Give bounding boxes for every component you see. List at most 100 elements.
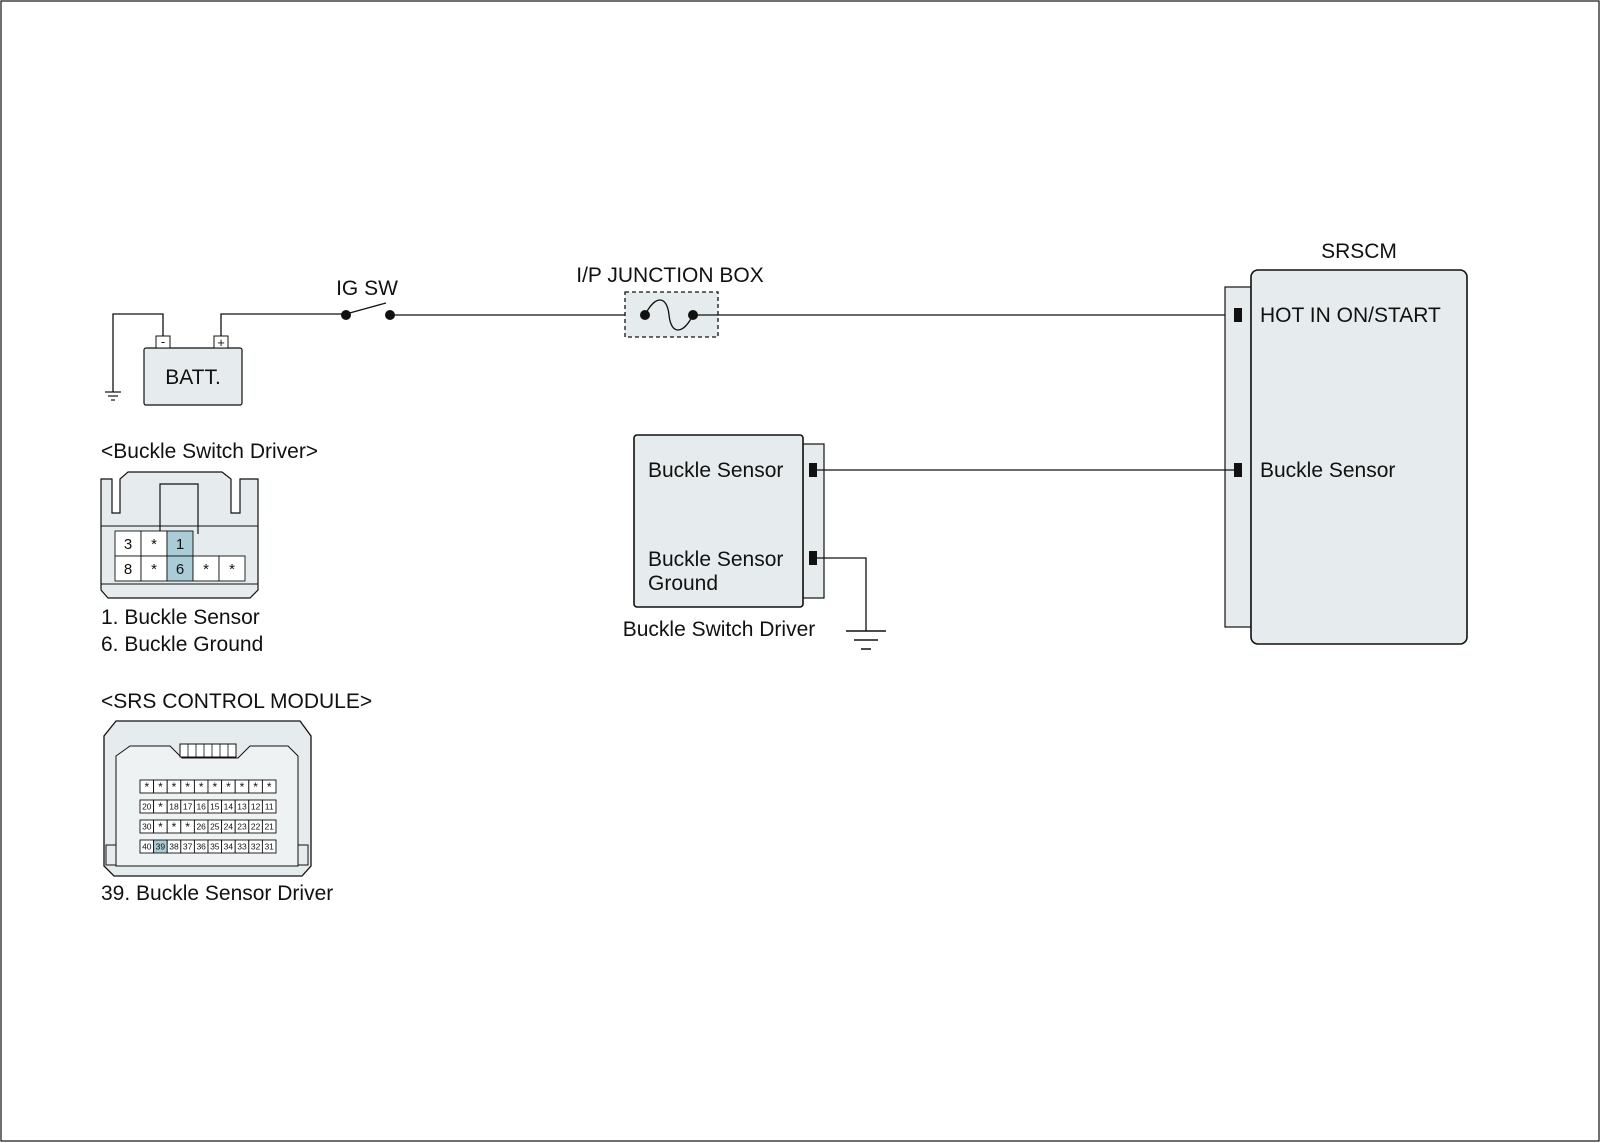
srs-pin-25-label: 25 — [210, 822, 220, 832]
srs-pin-32-label: 32 — [251, 842, 261, 852]
srs-pin-31-label: 31 — [264, 842, 274, 852]
buckle-switch-pin-ground-terminal — [809, 551, 817, 565]
srs-pin-blank-label: * — [158, 820, 163, 834]
srscm-pin-hot-label: HOT IN ON/START — [1260, 304, 1441, 327]
battery-body — [143, 347, 243, 406]
connector-buckle-latch — [159, 483, 199, 534]
srs-pin-13-label: 13 — [237, 802, 247, 812]
srs-pin-11-cell — [261, 799, 277, 814]
buckle-pin-blank-label: * — [229, 561, 235, 578]
wire-buckle-ground — [817, 557, 867, 631]
connector-buckle-title: <Buckle Switch Driver> — [101, 440, 318, 463]
srs-pin-blank-label: * — [199, 780, 204, 794]
buckle-pin-blank-cell — [192, 555, 220, 582]
battery-ground-icon — [105, 391, 121, 401]
buckle-switch-body — [633, 434, 804, 608]
srs-pin-31-cell — [261, 839, 277, 854]
srs-pin-21-label: 21 — [264, 822, 274, 832]
srs-pin-blank-cell — [261, 779, 277, 794]
buckle-switch-pin-ground-label-2: Ground — [648, 572, 718, 595]
srs-pin-11-label: 11 — [265, 802, 274, 812]
buckle-pin-8-label: 8 — [124, 561, 132, 578]
srs-pin-blank-label: * — [158, 780, 163, 794]
srs-pin-blank-label: * — [212, 780, 217, 794]
battery-negative-sign: - — [161, 334, 165, 349]
srs-pin-blank-label: * — [158, 800, 163, 814]
srs-pin-blank-label: * — [240, 780, 245, 794]
srs-pin-37-label: 37 — [183, 842, 193, 852]
srs-pin-22-label: 22 — [251, 822, 261, 832]
srs-pin-30-label: 30 — [142, 822, 152, 832]
junction-box: I/P JUNCTION BOX — [576, 264, 764, 338]
buckle-switch-pin-sensor-label: Buckle Sensor — [648, 459, 783, 482]
srs-pin-blank-label: * — [172, 820, 177, 834]
buckle-pin-blank-label: * — [203, 561, 209, 578]
connector-buckle-legend-1: 1. Buckle Sensor — [101, 606, 260, 629]
srs-pin-blank-label: * — [267, 780, 272, 794]
connector-srs-lock-teeth — [187, 744, 229, 757]
buckle-pin-1-cell — [166, 530, 194, 557]
srs-pin-blank-label: * — [172, 780, 177, 794]
buckle-switch-caption: Buckle Switch Driver — [623, 618, 816, 641]
battery: BATT. - + — [143, 334, 243, 406]
srs-pin-blank-label: * — [185, 780, 190, 794]
battery-ground-wire — [112, 313, 164, 392]
srs-pin-23-label: 23 — [237, 822, 247, 832]
srscm-connector-strip — [1224, 286, 1252, 628]
connector-srs-side-tab-left — [105, 844, 117, 866]
ig-switch-blade — [345, 302, 387, 315]
junction-box-label: I/P JUNCTION BOX — [576, 264, 763, 287]
srs-pin-40-label: 40 — [142, 842, 152, 852]
srs-pin-39-label: 39 — [156, 842, 166, 852]
buckle-pin-3-label: 3 — [124, 536, 132, 553]
connector-buckle-switch: <Buckle Switch Driver> 3 * 1 8 * 6 * * 1. Buckl… — [100, 440, 318, 656]
srs-pin-21-cell — [261, 819, 277, 834]
srs-pin-24-label: 24 — [224, 822, 234, 832]
connector-buckle-legend-2: 6. Buckle Ground — [101, 633, 263, 656]
srscm-title: SRSCM — [1321, 240, 1397, 263]
buckle-pin-1-label: 1 — [176, 536, 184, 553]
srs-pin-35-label: 35 — [210, 842, 220, 852]
buckle-pin-blank-label: * — [151, 536, 157, 553]
buckle-pin-blank-cell — [218, 555, 246, 582]
srs-pin-17-label: 17 — [183, 802, 193, 812]
buckle-switch-pin-ground-label-1: Buckle Sensor — [648, 548, 783, 571]
connector-srs-side-tab-right — [297, 844, 309, 866]
buckle-pin-6-label: 6 — [176, 561, 184, 578]
srs-pin-12-label: 12 — [251, 802, 261, 812]
connector-srs-lock — [179, 743, 237, 758]
battery-positive-sign: + — [217, 335, 225, 350]
srscm-pin-buckle-label: Buckle Sensor — [1260, 459, 1395, 482]
connector-srs-title: <SRS CONTROL MODULE> — [101, 690, 372, 713]
fuse-icon — [644, 299, 694, 331]
srs-pin-blank-label: * — [185, 820, 190, 834]
srs-pin-blank-label: * — [226, 780, 231, 794]
srs-pin-15-label: 15 — [210, 802, 220, 812]
ig-switch-contact-left — [341, 310, 351, 320]
srs-pin-blank-label: * — [144, 780, 149, 794]
buckle-switch-pin-sensor-terminal — [809, 463, 817, 477]
srs-pin-38-label: 38 — [169, 842, 179, 852]
srscm-module: SRSCM HOT IN ON/START Buckle Sensor — [1224, 240, 1468, 645]
srs-pin-36-label: 36 — [196, 842, 206, 852]
battery-positive-wire — [220, 313, 346, 336]
ig-switch-label: IG SW — [336, 277, 398, 300]
srs-pin-16-label: 16 — [196, 802, 206, 812]
battery-label: BATT. — [165, 366, 221, 389]
buckle-pin-blank-label: * — [151, 561, 157, 578]
srs-pin-14-label: 14 — [224, 802, 234, 812]
buckle-pin-blank-cell — [140, 530, 168, 557]
srscm-body — [1250, 269, 1468, 645]
srs-pin-blank-label: * — [253, 780, 258, 794]
srscm-pin-hot-terminal — [1234, 308, 1242, 322]
buckle-switch-driver: Buckle Sensor Buckle Sensor Ground Buckl… — [623, 434, 825, 641]
srscm-pin-buckle-terminal — [1234, 463, 1242, 477]
srs-pin-18-label: 18 — [169, 802, 179, 812]
srs-pin-33-label: 33 — [237, 842, 247, 852]
srs-pin-34-label: 34 — [224, 842, 234, 852]
ig-switch: IG SW — [336, 277, 398, 320]
buckle-pin-8-cell — [114, 555, 142, 582]
buckle-pin-blank-cell — [140, 555, 168, 582]
